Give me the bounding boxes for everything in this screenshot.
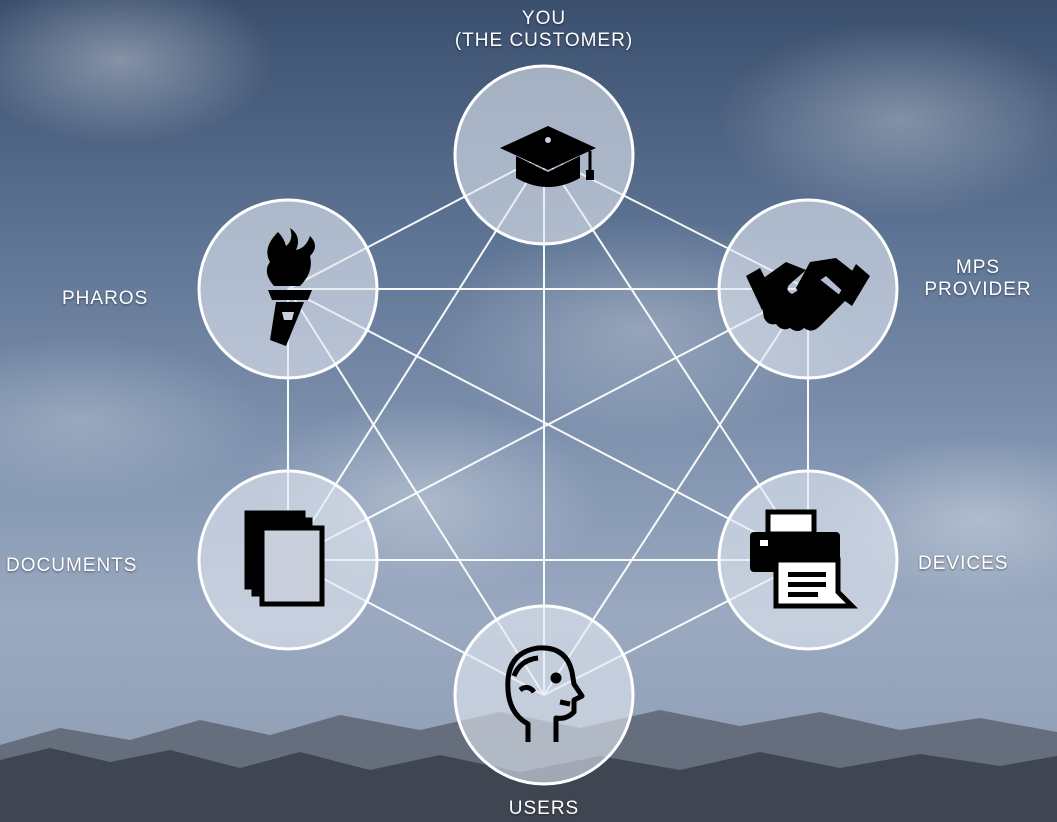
- label-customer-line2: (THE CUSTOMER): [454, 30, 634, 51]
- label-pharos: PHAROS: [62, 288, 149, 309]
- printer-icon: [750, 509, 859, 609]
- node-customer: [453, 64, 635, 246]
- label-users: USERS: [508, 798, 580, 819]
- torch-icon: [266, 228, 315, 346]
- edge-devices-pharos: [287, 288, 809, 561]
- node-devices: [717, 469, 899, 651]
- documents-icon: [244, 510, 325, 607]
- handshake-icon: [746, 258, 870, 331]
- label-mps-line1: MPS: [955, 257, 1001, 278]
- node-documents: [197, 469, 379, 651]
- graduation-cap-icon: [500, 126, 596, 187]
- node-pharos: [197, 198, 379, 380]
- label-devices: DEVICES: [918, 553, 1009, 574]
- label-documents: DOCUMENTS: [6, 555, 138, 576]
- label-customer-line1: YOU: [521, 8, 567, 29]
- node-users: [453, 604, 635, 786]
- label-customer: YOU (THE CUSTOMER): [404, 8, 684, 52]
- user-head-icon: [505, 645, 585, 742]
- label-mps-provider: MPS PROVIDER: [908, 257, 1048, 301]
- mountain-range: [0, 748, 1057, 822]
- node-mps-provider: [717, 198, 899, 380]
- label-mps-line2: PROVIDER: [924, 279, 1032, 300]
